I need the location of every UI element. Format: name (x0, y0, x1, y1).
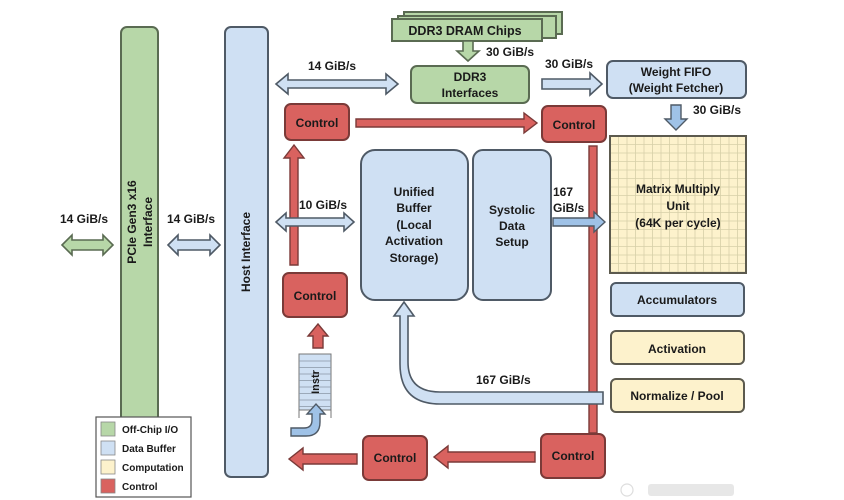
legend-item: Data Buffer (100, 440, 176, 456)
unified-buffer-label-5: Storage) (390, 251, 439, 265)
unified-buffer-block: Unified Buffer (Local Activation Storage… (360, 149, 469, 301)
normalize-pool-label: Normalize / Pool (630, 389, 723, 403)
host-to-buffer-arrow (274, 211, 356, 233)
activation-block: Activation (610, 330, 745, 365)
systolic-label-3: Setup (495, 235, 528, 249)
instr-to-control-arrow (306, 322, 330, 349)
fifo-to-mmu-bandwidth: 30 GiB/s (693, 103, 741, 117)
control-top-arrow (355, 111, 539, 135)
external-to-pcie-arrow (60, 233, 115, 257)
activation-label: Activation (648, 342, 706, 356)
legend-swatch (100, 459, 116, 475)
ddr3-interfaces-label-2: Interfaces (442, 86, 499, 100)
control-block-top-right: Control (541, 105, 607, 143)
host-to-buffer-bandwidth: 10 GiB/s (299, 198, 347, 212)
ddr3-to-fifo-bandwidth: 30 GiB/s (545, 57, 593, 71)
weight-fifo-block: Weight FIFO (Weight Fetcher) (606, 60, 747, 99)
unified-buffer-label-3: (Local (396, 218, 431, 232)
legend-label: Control (122, 482, 158, 493)
pcie-to-host-bandwidth: 14 GiB/s (167, 212, 215, 226)
legend-item: Off-Chip I/O (100, 421, 178, 437)
dram-to-ddr3-arrow (454, 40, 482, 63)
control-block-mid-left: Control (282, 272, 348, 318)
control-bottom-arrow-1 (432, 444, 536, 470)
fifo-to-mmu-arrow (663, 104, 689, 131)
mmu-grid (610, 136, 746, 273)
ddr3-to-fifo-arrow (541, 71, 604, 97)
control-block-top-left: Control (284, 103, 350, 141)
weight-fifo-label-2: (Weight Fetcher) (629, 81, 723, 95)
instr-input-arrow (290, 402, 327, 437)
pool-to-buffer-arrow (392, 300, 604, 405)
control-label: Control (296, 116, 339, 130)
mmu-label-3: (64K per cycle) (635, 216, 720, 230)
legend-label: Off-Chip I/O (122, 425, 178, 436)
legend-label: Data Buffer (122, 444, 176, 455)
pool-to-buffer-bandwidth: 167 GiB/s (476, 373, 531, 387)
control-label: Control (552, 449, 595, 463)
control-label: Control (553, 118, 596, 132)
unified-buffer-label-1: Unified (394, 185, 435, 199)
systolic-label-1: Systolic (489, 203, 535, 217)
systolic-to-mmu-arrow (552, 210, 607, 234)
pcie-label-1: PCIe Gen3 x16 (125, 180, 139, 264)
control-bottom-arrow-2 (287, 446, 358, 472)
unified-buffer-label-2: Buffer (396, 201, 432, 215)
systolic-data-setup-block: Systolic Data Setup (472, 149, 552, 301)
accumulators-label: Accumulators (637, 293, 717, 307)
control-block-bottom-mid: Control (362, 435, 428, 481)
legend-item: Computation (100, 459, 184, 475)
ddr3-interfaces-label-1: DDR3 (454, 70, 487, 84)
accumulators-block: Accumulators (610, 282, 745, 317)
host-interface-label: Host Interface (239, 212, 253, 292)
mmu-label-2: Unit (666, 199, 689, 213)
host-interface-block: Host Interface (224, 26, 269, 478)
legend: Off-Chip I/O Data BufferComputationContro… (95, 416, 192, 498)
control-label: Control (294, 289, 337, 303)
unified-buffer-label-4: Activation (385, 234, 443, 248)
dram-to-ddr3-bandwidth: 30 GiB/s (486, 45, 534, 59)
instr-label: Instr (310, 369, 322, 394)
legend-swatch (100, 478, 116, 494)
pcie-interface-block: PCIe Gen3 x16 Interface (120, 26, 159, 478)
ddr3-interfaces-block: DDR3 Interfaces (410, 65, 530, 104)
external-to-pcie-bandwidth: 14 GiB/s (60, 212, 108, 226)
systolic-label-2: Data (499, 219, 525, 233)
control-left-vertical-arrow (282, 143, 306, 266)
pcie-label-2: Interface (141, 197, 155, 247)
host-to-ddr3-bandwidth: 14 GiB/s (308, 59, 356, 73)
instr-queue-body (298, 353, 332, 411)
legend-swatch (100, 421, 116, 437)
host-to-ddr3-arrow (274, 72, 400, 96)
legend-item: Control (100, 478, 158, 494)
legend-swatch (100, 440, 116, 456)
control-right-vertical-bar (588, 145, 598, 434)
matrix-multiply-unit-block: Matrix Multiply Unit (64K per cycle) (609, 135, 747, 274)
weight-fifo-label-1: Weight FIFO (641, 65, 711, 79)
control-block-bottom-right: Control (540, 433, 606, 479)
watermark (620, 483, 734, 497)
normalize-pool-block: Normalize / Pool (610, 378, 745, 413)
dram-chips: DDR3 DRAM Chips (391, 11, 563, 42)
systolic-to-mmu-bandwidth-1: 167 (553, 185, 573, 199)
systolic-to-mmu-bandwidth-2: GiB/s (553, 201, 585, 215)
control-label: Control (374, 451, 417, 465)
legend-label: Computation (122, 463, 184, 474)
dram-chips-label: DDR3 DRAM Chips (408, 24, 521, 38)
pcie-to-host-arrow (166, 233, 222, 257)
mmu-label-1: Matrix Multiply (636, 182, 720, 196)
